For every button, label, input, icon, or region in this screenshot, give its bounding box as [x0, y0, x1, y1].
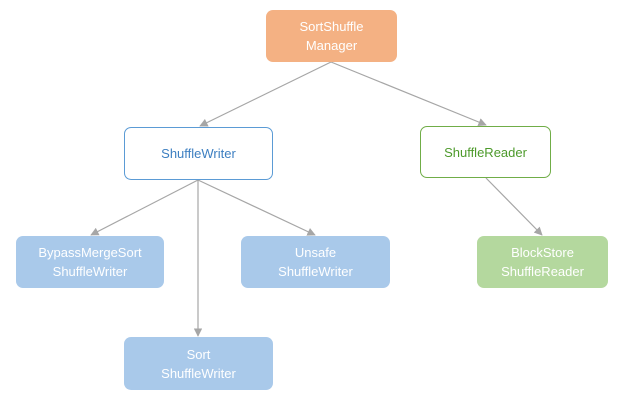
- node-label-line: ShuffleWriter: [52, 264, 128, 279]
- node-label-line: ShuffleWriter: [161, 365, 236, 381]
- node-label-line: BlockStore: [511, 245, 574, 260]
- node-label-line: ShuffleWriter: [161, 146, 236, 161]
- shuffle-writer-node: ShuffleWriter: [124, 127, 273, 180]
- sort-shuffle-manager-node: SortShuffle Manager: [266, 10, 397, 62]
- node-label-line: Sort: [186, 346, 211, 362]
- edge-writer-to-unsafe: [197, 179, 316, 236]
- node-label-line: BypassMergeSort: [38, 245, 142, 260]
- node-label-line: ShuffleReader: [501, 264, 584, 279]
- node-label-line: ShuffleReader: [444, 144, 527, 160]
- node-label-line: SortShuffle: [299, 19, 364, 34]
- edge-reader-to-blockstore: [485, 177, 543, 236]
- node-label-line: Unsafe: [294, 245, 337, 260]
- block-store-shuffle-reader-node: BlockStore ShuffleReader: [477, 236, 608, 288]
- node-label-line: ShuffleWriter: [278, 264, 353, 279]
- edge-manager-to-reader: [330, 61, 487, 127]
- edge-manager-to-writer: [199, 61, 332, 127]
- edge-writer-to-bypass: [90, 179, 199, 236]
- shuffle-reader-node: ShuffleReader: [420, 126, 551, 178]
- sort-shuffle-writer-node: Sort ShuffleWriter: [124, 337, 273, 390]
- bypass-merge-sort-shuffle-writer-node: BypassMergeSort ShuffleWriter: [16, 236, 164, 288]
- unsafe-shuffle-writer-node: Unsafe ShuffleWriter: [241, 236, 390, 288]
- node-label-line: Manager: [305, 38, 358, 53]
